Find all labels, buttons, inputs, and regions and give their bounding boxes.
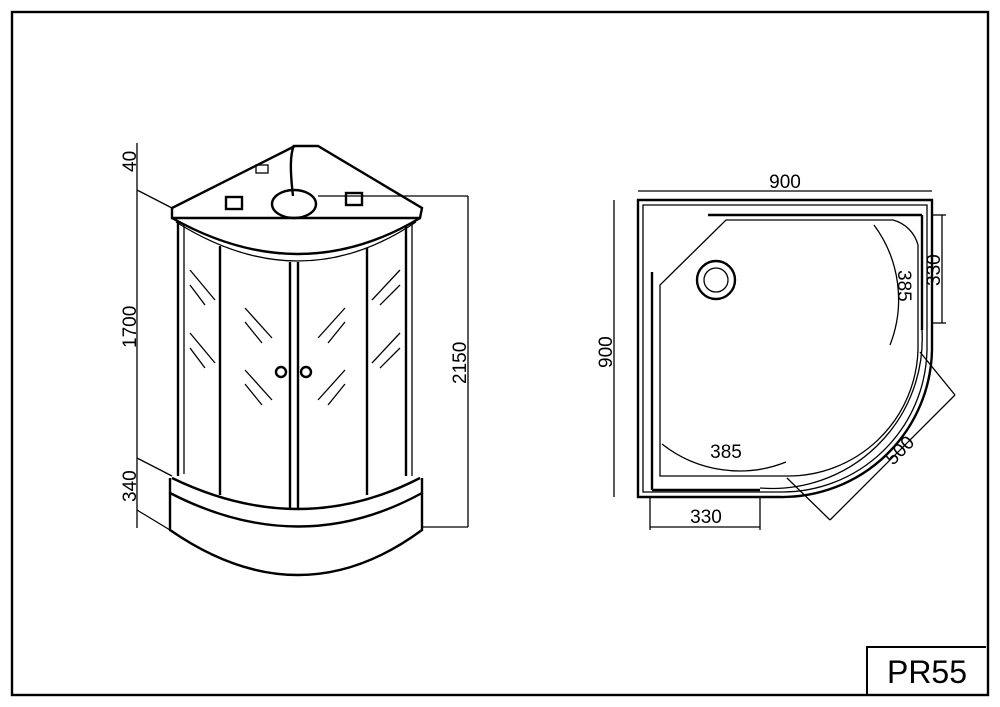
shower-cabin-perspective bbox=[168, 144, 424, 577]
dim-side-330-bottom: 330 bbox=[690, 507, 722, 528]
dim-side-330-right: 330 bbox=[924, 254, 945, 286]
model-label: PR55 bbox=[866, 646, 986, 696]
side-dimension-lines bbox=[136, 143, 469, 531]
dim-tray-340: 340 bbox=[120, 470, 141, 502]
plan-dimension-lines bbox=[613, 190, 956, 530]
dim-diagonal-500: 500 bbox=[882, 432, 919, 469]
dim-door-385-right: 385 bbox=[893, 270, 914, 302]
dim-cabin-1700: 1700 bbox=[120, 306, 141, 348]
dim-depth-900: 900 bbox=[596, 336, 617, 368]
sheet-border bbox=[10, 10, 990, 697]
control-panel-icon bbox=[344, 191, 364, 207]
dim-width-900: 900 bbox=[769, 172, 801, 193]
drain-icon bbox=[695, 259, 737, 301]
dim-door-385-bottom: 385 bbox=[710, 442, 742, 463]
dim-total-2150: 2150 bbox=[450, 342, 471, 384]
shower-head-icon bbox=[270, 188, 318, 220]
dim-top-40: 40 bbox=[120, 151, 141, 172]
glass-reflection-marks bbox=[189, 269, 401, 406]
control-knob-icon bbox=[224, 195, 244, 211]
